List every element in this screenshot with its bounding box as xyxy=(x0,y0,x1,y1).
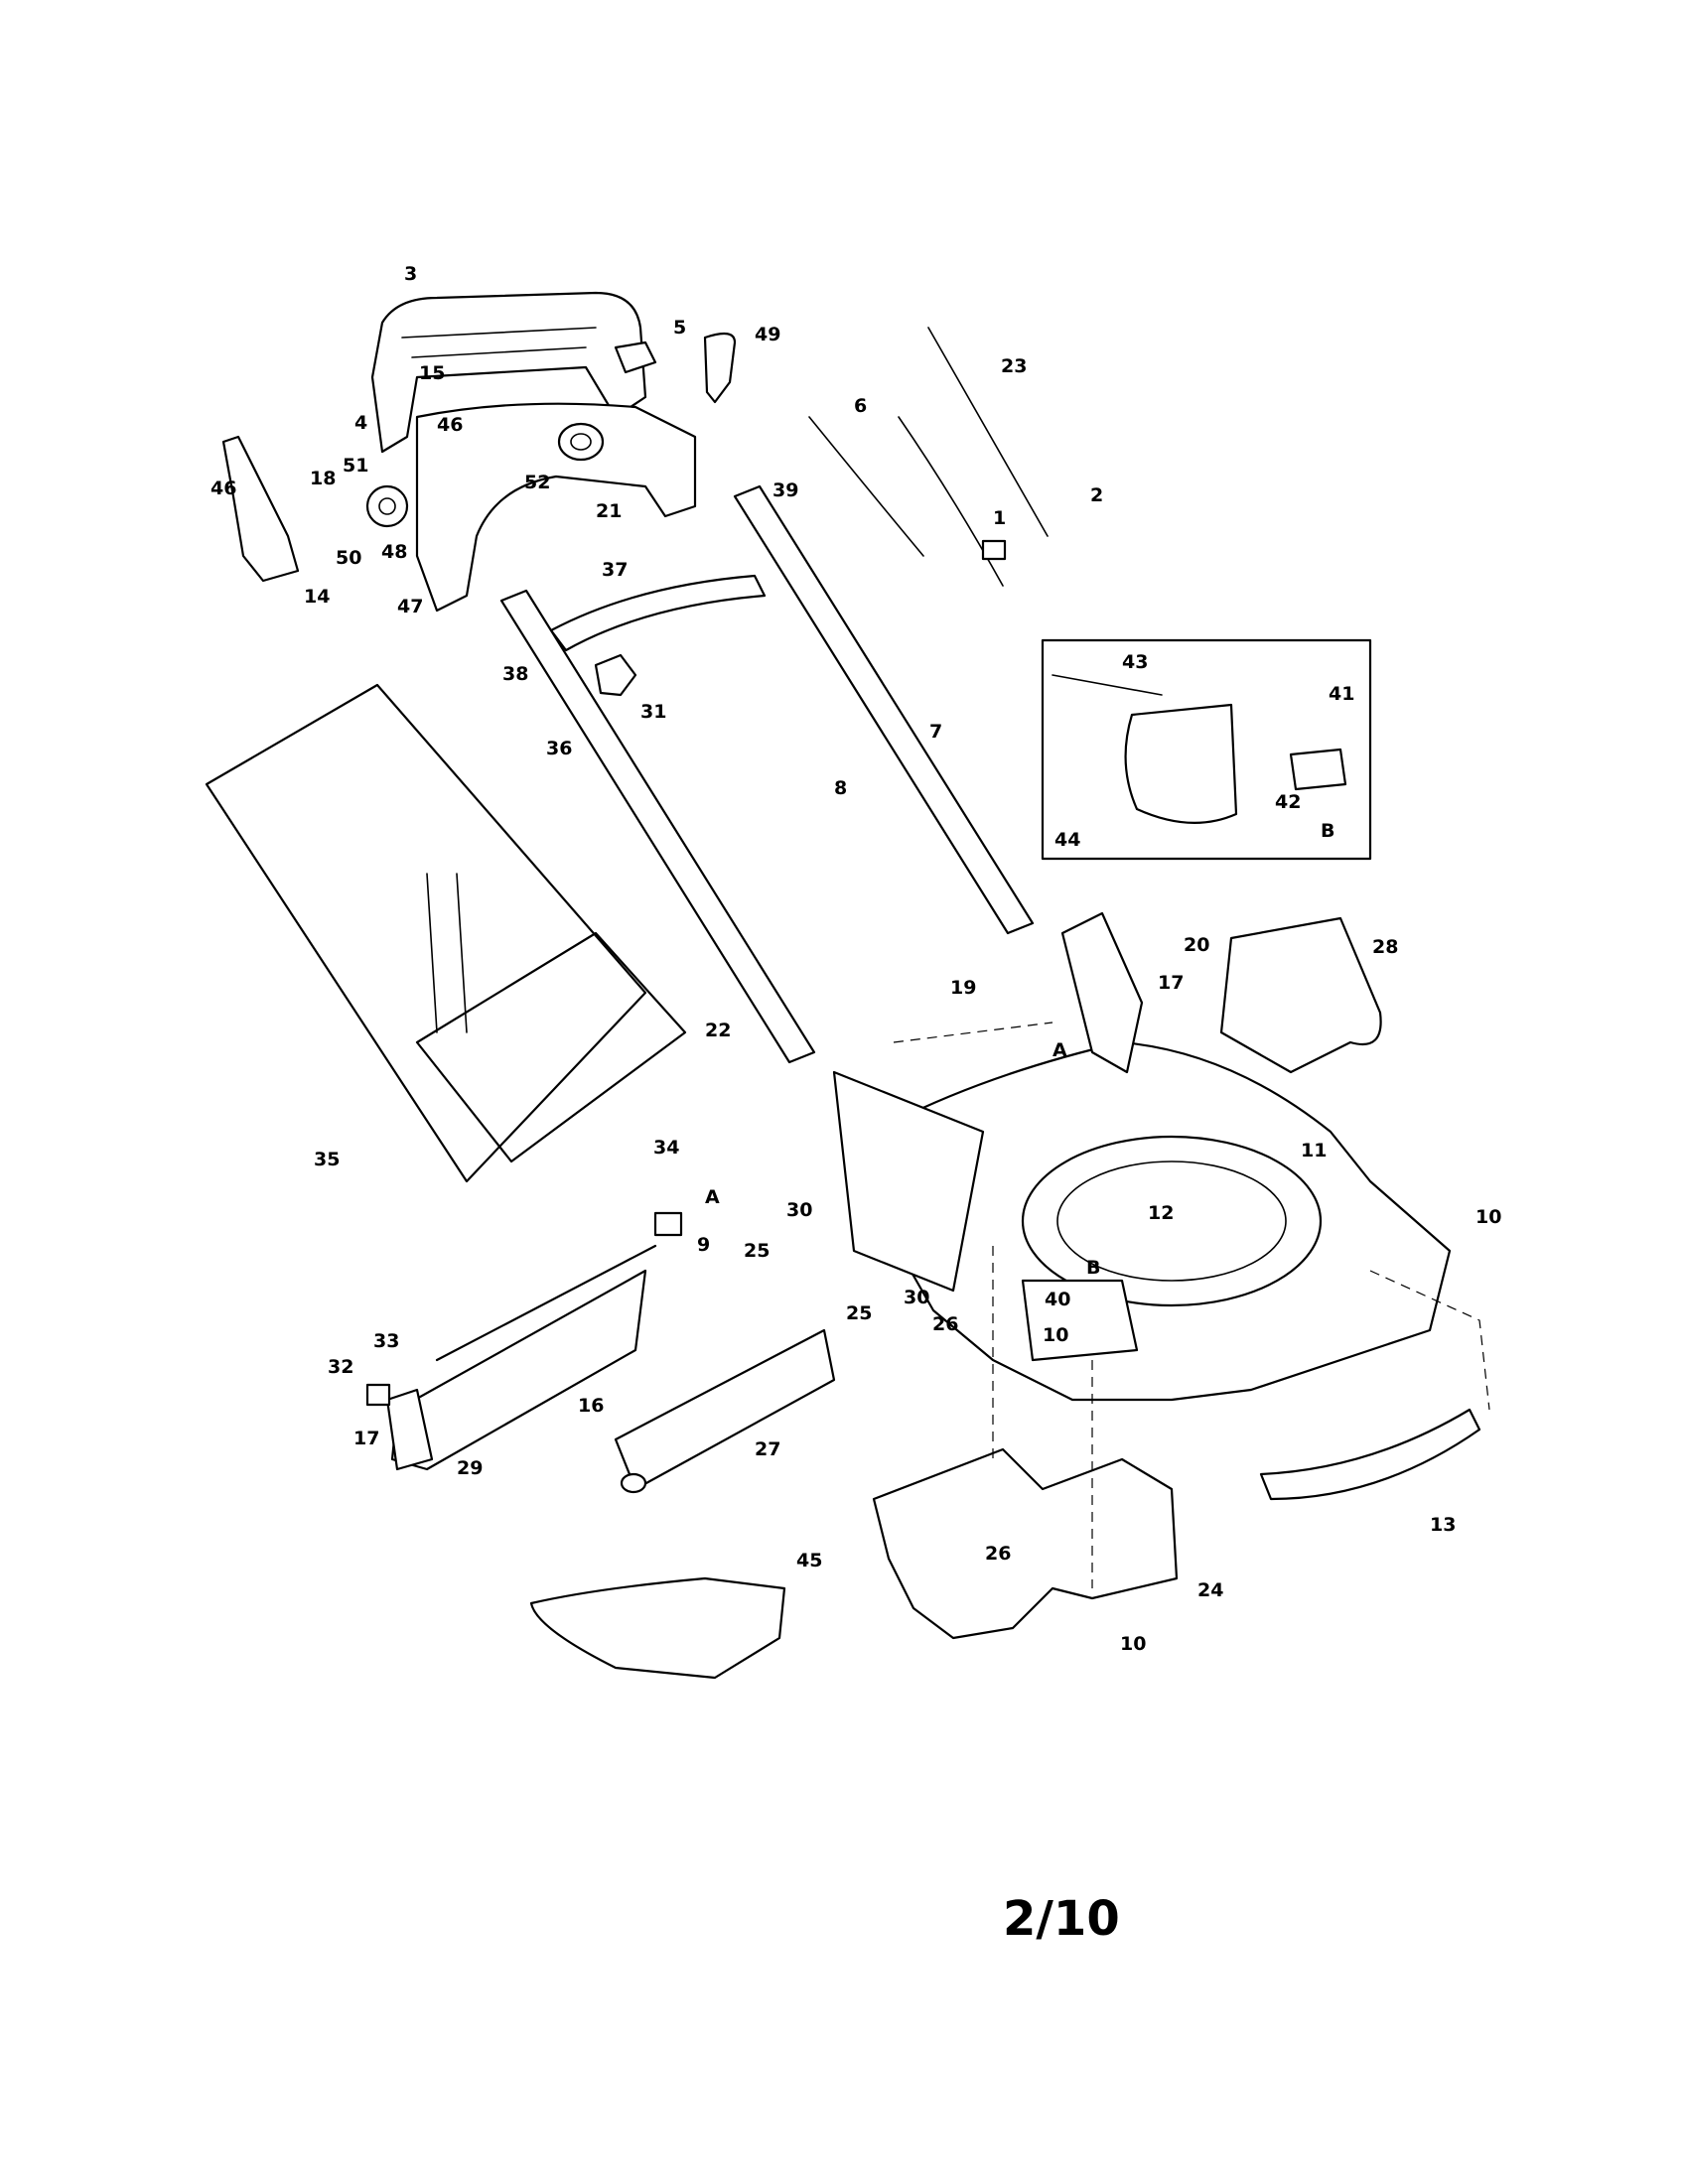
callout-45: 45 xyxy=(796,1550,822,1571)
bag-frame-part xyxy=(415,873,687,1163)
callout-40: 40 xyxy=(1045,1289,1070,1310)
callout-24: 24 xyxy=(1197,1579,1223,1601)
cable-23-part xyxy=(927,327,1049,537)
callout-6: 6 xyxy=(854,395,867,417)
callout-31: 31 xyxy=(640,701,666,723)
callout-26-upper: 26 xyxy=(932,1313,958,1335)
callout-30-lower: 30 xyxy=(904,1287,929,1308)
callout-25-upper: 25 xyxy=(744,1240,770,1262)
callout-1: 1 xyxy=(993,507,1006,529)
callout-48: 48 xyxy=(381,541,407,563)
callout-36: 36 xyxy=(546,738,572,759)
height-adjust-bracket-part xyxy=(1060,911,1144,1074)
side-skirt-part xyxy=(1259,1408,1481,1501)
mulch-plug-part xyxy=(529,1576,786,1680)
callout-29: 29 xyxy=(457,1457,483,1479)
discharge-chute-part xyxy=(1219,916,1382,1074)
callout-18: 18 xyxy=(310,468,336,489)
callout-50: 50 xyxy=(336,547,361,569)
callout-B-deck: B xyxy=(1086,1257,1100,1279)
page-number: 2/10 xyxy=(1003,1891,1120,1947)
callout-49: 49 xyxy=(755,324,780,345)
spring-9-part xyxy=(653,1211,683,1237)
callout-28: 28 xyxy=(1372,936,1398,958)
callout-21: 21 xyxy=(596,500,622,522)
baffle-24-part xyxy=(872,1447,1179,1640)
callout-7: 7 xyxy=(929,721,942,743)
rear-door-part xyxy=(385,1244,657,1471)
lever-5-part xyxy=(614,341,657,374)
callout-3: 3 xyxy=(404,263,417,285)
callout-19: 19 xyxy=(950,977,976,999)
callout-4: 4 xyxy=(354,412,367,434)
callout-27: 27 xyxy=(755,1438,780,1460)
callout-42: 42 xyxy=(1275,791,1301,813)
callout-22: 22 xyxy=(705,1020,731,1041)
callout-14: 14 xyxy=(304,586,330,608)
callout-32: 32 xyxy=(328,1356,353,1378)
lever-49-part xyxy=(703,332,737,404)
hinge-rod-part xyxy=(614,1328,836,1494)
callout-46-side: 46 xyxy=(210,478,236,499)
grass-bag-part xyxy=(205,683,647,1183)
knob-48-part xyxy=(365,484,409,528)
callout-20: 20 xyxy=(1184,934,1209,956)
callout-35: 35 xyxy=(314,1149,340,1170)
callout-15: 15 xyxy=(419,362,445,384)
callout-26-lower: 26 xyxy=(985,1543,1011,1565)
callout-8: 8 xyxy=(834,777,847,799)
callout-33: 33 xyxy=(373,1330,399,1352)
cable-6-part xyxy=(808,416,924,557)
callout-23: 23 xyxy=(1001,355,1027,377)
callout-17-left: 17 xyxy=(353,1428,379,1449)
callout-12: 12 xyxy=(1148,1202,1174,1224)
callout-11: 11 xyxy=(1301,1140,1327,1161)
callout-B-inset: B xyxy=(1321,820,1334,842)
callout-25-lower: 25 xyxy=(846,1302,872,1324)
callout-5: 5 xyxy=(673,317,686,339)
rear-flap-inset xyxy=(1041,638,1372,861)
callout-37: 37 xyxy=(602,559,628,581)
callout-2: 2 xyxy=(1090,484,1103,506)
callout-41: 41 xyxy=(1329,683,1354,705)
callout-38: 38 xyxy=(502,663,528,685)
callout-39: 39 xyxy=(772,479,798,501)
callout-9: 9 xyxy=(697,1234,710,1256)
callout-46-upper: 46 xyxy=(437,414,463,436)
callout-43: 43 xyxy=(1122,651,1148,673)
side-bracket-part xyxy=(221,435,300,583)
callout-17-right: 17 xyxy=(1158,972,1184,994)
callout-16: 16 xyxy=(578,1395,604,1417)
callout-A-lower: A xyxy=(705,1186,720,1208)
callout-44: 44 xyxy=(1054,829,1080,851)
deck-pivot-bracket-part xyxy=(832,1070,985,1293)
callout-A-upper: A xyxy=(1052,1039,1067,1061)
mower-deck-part xyxy=(892,1040,1452,1402)
callout-10-bottom: 10 xyxy=(1120,1633,1146,1655)
callout-10-deck: 10 xyxy=(1043,1324,1068,1346)
knob-31-part xyxy=(594,653,637,697)
callout-47: 47 xyxy=(397,596,423,617)
callout-30-upper: 30 xyxy=(786,1199,812,1221)
connector-1-part xyxy=(981,539,1007,561)
callout-34: 34 xyxy=(653,1137,679,1159)
callout-13: 13 xyxy=(1430,1514,1456,1536)
lower-handle-part xyxy=(499,484,1035,1064)
cable-1-part xyxy=(898,416,1004,587)
callout-51: 51 xyxy=(343,455,368,477)
spring-32-part xyxy=(365,1383,391,1407)
callout-52: 52 xyxy=(524,472,550,493)
callout-10-right: 10 xyxy=(1475,1206,1501,1228)
control-housing-part xyxy=(415,402,697,613)
